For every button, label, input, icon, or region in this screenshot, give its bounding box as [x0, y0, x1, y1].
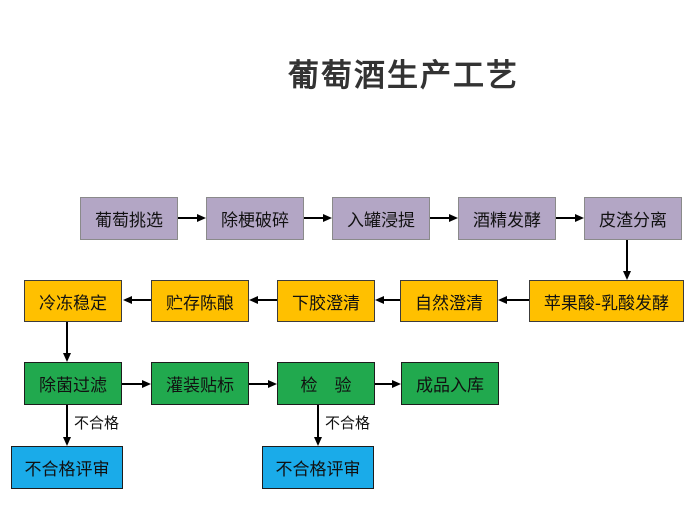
node-tank-maceration: 入罐浸提	[332, 197, 430, 240]
node-finished-goods-storage: 成品入库	[401, 362, 499, 405]
page-title: 葡萄酒生产工艺	[288, 58, 519, 94]
node-nonconforming-review-2: 不合格评审	[262, 446, 374, 489]
node-cold-stabilization: 冷冻稳定	[24, 280, 122, 322]
node-filling-labeling: 灌装贴标	[151, 362, 249, 405]
node-fining-clarification: 下胶澄清	[277, 280, 375, 322]
node-grape-selection: 葡萄挑选	[80, 197, 178, 240]
node-natural-clarification: 自然澄清	[400, 280, 498, 322]
node-destemming-crushing: 除梗破碎	[206, 197, 304, 240]
node-pomace-separation: 皮渣分离	[584, 197, 682, 240]
node-sterile-filtration: 除菌过滤	[24, 362, 122, 405]
node-inspection: 检 验	[277, 362, 375, 405]
reject-label-right: 不合格	[325, 414, 371, 432]
node-malolactic-fermentation: 苹果酸-乳酸发酵	[529, 280, 684, 322]
node-nonconforming-review-1: 不合格评审	[11, 446, 123, 489]
node-alcoholic-fermentation: 酒精发酵	[458, 197, 556, 240]
reject-label-left: 不合格	[74, 414, 120, 432]
node-storage-aging: 贮存陈酿	[151, 280, 249, 322]
